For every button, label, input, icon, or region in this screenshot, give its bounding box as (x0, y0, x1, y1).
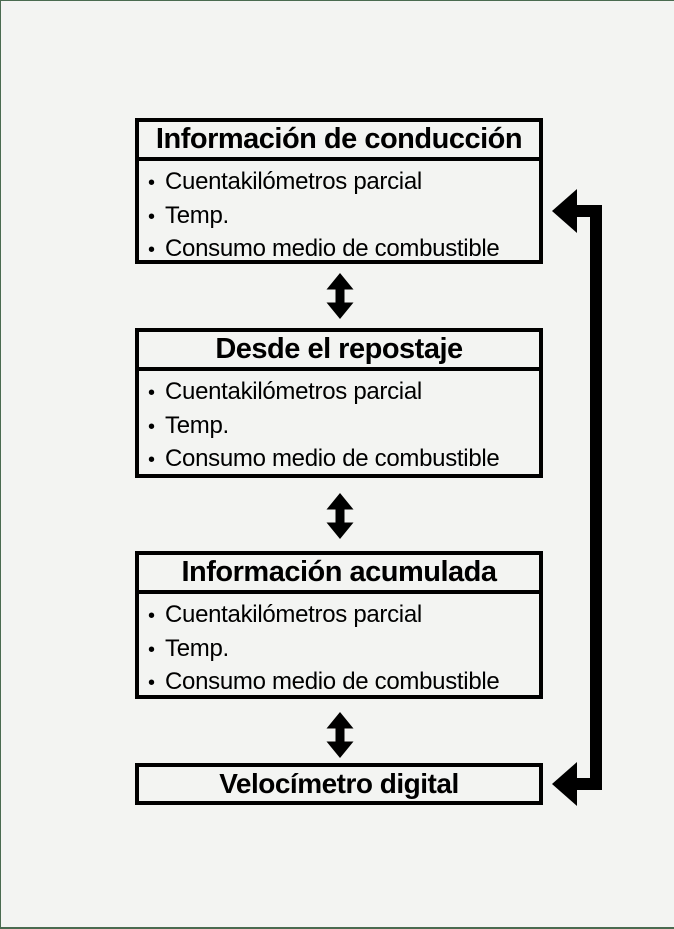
bullet-dot: • (148, 205, 155, 228)
flow-box-accumulated-information: Información acumulada • Cuentakilómetros… (135, 551, 543, 699)
list-item: • Cuentakilómetros parcial (148, 376, 535, 410)
list-item-text: Consumo medio de combustible (165, 668, 500, 695)
list-item: • Temp. (148, 200, 535, 234)
loop-return-arrow-icon (552, 189, 602, 806)
box-item-list: • Cuentakilómetros parcial • Temp. • Con… (139, 594, 539, 700)
list-item-text: Cuentakilómetros parcial (165, 378, 422, 405)
flow-box-driving-information: Información de conducción • Cuentakilóme… (135, 118, 543, 264)
bullet-dot: • (148, 449, 155, 471)
list-item: • Temp. (148, 633, 535, 667)
flow-box-since-refueling: Desde el repostaje • Cuentakilómetros pa… (135, 328, 543, 478)
flow-box-digital-speedometer: Velocímetro digital (135, 763, 543, 805)
list-item-text: Consumo medio de combustible (165, 445, 500, 472)
list-item: • Temp. (148, 410, 535, 444)
bullet-dot: • (148, 415, 155, 438)
bullet-dot: • (148, 239, 155, 261)
box-title: Velocímetro digital (219, 768, 459, 799)
list-item: • Consumo medio de combustible (148, 233, 535, 267)
bullet-dot: • (148, 172, 155, 194)
list-item: • Cuentakilómetros parcial (148, 599, 535, 633)
list-item-text: Temp. (165, 201, 229, 229)
list-item: • Cuentakilómetros parcial (148, 166, 535, 200)
box-title: Información acumulada (139, 555, 539, 594)
swap-arrow-up-down-icon (326, 273, 354, 319)
list-item-text: Consumo medio de combustible (165, 235, 500, 262)
list-item-text: Temp. (165, 411, 229, 439)
bullet-dot: • (148, 638, 155, 661)
bullet-dot: • (148, 605, 155, 627)
bullet-dot: • (148, 382, 155, 404)
swap-arrow-up-down-icon (326, 712, 354, 758)
box-title: Información de conducción (139, 122, 539, 161)
list-item-text: Cuentakilómetros parcial (165, 168, 422, 195)
box-item-list: • Cuentakilómetros parcial • Temp. • Con… (139, 371, 539, 477)
list-item: • Consumo medio de combustible (148, 666, 535, 700)
list-item-text: Cuentakilómetros parcial (165, 601, 422, 628)
list-item: • Consumo medio de combustible (148, 443, 535, 477)
box-item-list: • Cuentakilómetros parcial • Temp. • Con… (139, 161, 539, 267)
swap-arrow-up-down-icon (326, 493, 354, 539)
list-item-text: Temp. (165, 634, 229, 662)
bullet-dot: • (148, 672, 155, 694)
box-title: Desde el repostaje (139, 332, 539, 371)
